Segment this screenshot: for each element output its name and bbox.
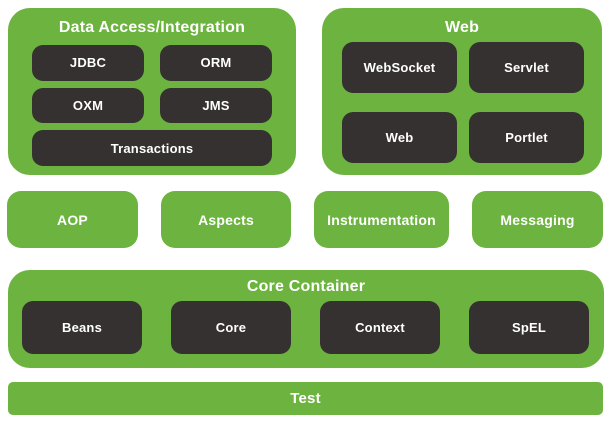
module-jdbc: JDBC bbox=[32, 45, 144, 81]
module-aop: AOP bbox=[7, 191, 138, 248]
module-servlet: Servlet bbox=[469, 42, 584, 93]
core-container-title: Core Container bbox=[246, 278, 366, 295]
data-access-grid: JDBC ORM OXM JMS Transactions bbox=[8, 39, 296, 175]
test-panel: Test bbox=[8, 382, 603, 415]
module-spel: SpEL bbox=[469, 301, 589, 354]
module-oxm: OXM bbox=[32, 87, 144, 124]
module-transactions: Transactions bbox=[32, 130, 272, 166]
data-access-panel: Data Access/Integration JDBC ORM OXM JMS… bbox=[8, 8, 296, 175]
middleware-row: AOP Aspects Instrumentation Messaging bbox=[7, 191, 603, 248]
module-messaging: Messaging bbox=[472, 191, 603, 248]
module-beans: Beans bbox=[22, 301, 142, 354]
web-grid: WebSocket Servlet Web Portlet bbox=[322, 39, 602, 175]
module-web: Web bbox=[342, 112, 457, 163]
module-orm: ORM bbox=[160, 45, 272, 81]
module-jms: JMS bbox=[160, 87, 272, 124]
module-context: Context bbox=[320, 301, 440, 354]
data-access-title: Data Access/Integration bbox=[58, 19, 246, 36]
module-aspects: Aspects bbox=[161, 191, 291, 248]
web-panel: Web WebSocket Servlet Web Portlet bbox=[322, 8, 602, 175]
module-portlet: Portlet bbox=[469, 112, 584, 163]
web-title: Web bbox=[444, 19, 480, 36]
module-core: Core bbox=[171, 301, 291, 354]
core-container-panel: Core Container Beans Core Context SpEL bbox=[8, 270, 604, 368]
module-websocket: WebSocket bbox=[342, 42, 457, 93]
core-container-grid: Beans Core Context SpEL bbox=[8, 298, 604, 368]
module-instrumentation: Instrumentation bbox=[314, 191, 449, 248]
